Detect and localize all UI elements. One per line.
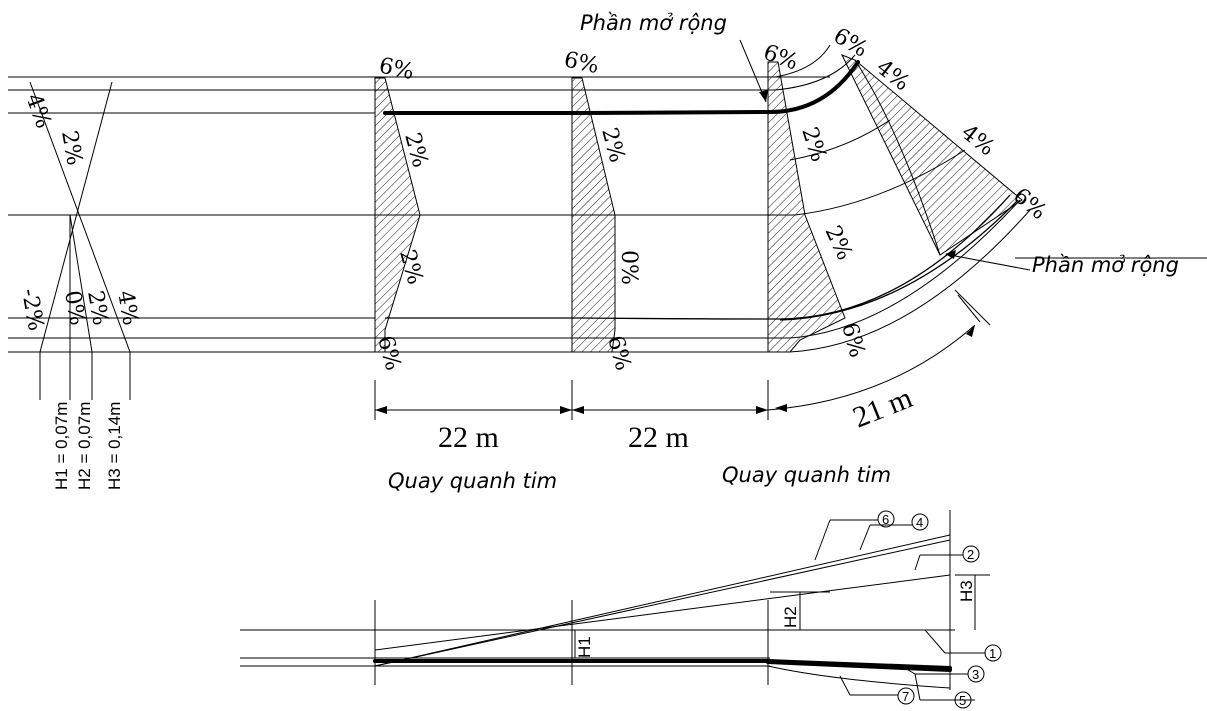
height-label-h3: H3 = 0,14m xyxy=(105,402,124,490)
slope-label: 0% xyxy=(616,250,641,285)
slope-label: -2% xyxy=(16,287,48,333)
marker-3: 3 xyxy=(972,667,979,682)
left-slope-fan xyxy=(29,81,131,400)
marker-4: 4 xyxy=(916,515,923,530)
profile-h1-label: H1 xyxy=(575,636,594,658)
slope-label: 6% xyxy=(760,40,801,75)
rotation-label-2: Quay quanh tim xyxy=(722,463,891,487)
extension-label-right: Phần mở rộng xyxy=(1032,253,1179,277)
extension-label-top: Phần mở rộng xyxy=(580,11,727,35)
marker-6: 6 xyxy=(882,512,889,527)
slope-label: 2% xyxy=(796,124,831,165)
hatched-section-curve xyxy=(840,54,1023,256)
slope-label: 0% xyxy=(59,289,90,328)
hatched-section-3 xyxy=(767,61,846,353)
marker-1: 1 xyxy=(989,646,996,661)
slope-label: 6% xyxy=(602,333,635,373)
height-label-h2: H2 = 0,07m xyxy=(75,402,94,490)
widening-lines xyxy=(374,60,1019,352)
slope-label: 6% xyxy=(829,24,872,63)
profile-view: H1 H2 H3 6 4 2 1 3 5 7 xyxy=(240,510,1002,709)
profile-h2-label: H2 xyxy=(781,606,800,628)
marker-5: 5 xyxy=(959,693,966,708)
hatched-section-2 xyxy=(571,77,616,353)
slope-label: 6% xyxy=(1008,183,1051,225)
slope-label: 2% xyxy=(82,289,113,328)
rotation-label-1: Quay quanh tim xyxy=(388,469,557,493)
slope-label: 4% xyxy=(20,91,55,132)
dimension-label-3: 21 m xyxy=(848,381,917,434)
slope-label: 6% xyxy=(836,320,869,360)
slope-label: 4% xyxy=(112,289,143,328)
hatched-section-1 xyxy=(374,77,421,353)
profile-h3-label: H3 xyxy=(957,580,976,602)
slope-label: 2% xyxy=(56,129,87,168)
dimension-lines xyxy=(374,324,976,420)
slope-label: 6% xyxy=(562,47,601,79)
road-plan-lines xyxy=(8,76,830,353)
marker-2: 2 xyxy=(967,547,974,562)
leader-arrows xyxy=(739,39,1031,271)
curve-lines xyxy=(774,44,1207,353)
dimension-label-2: 22 m xyxy=(628,421,689,454)
marker-7: 7 xyxy=(902,689,909,704)
slope-label: 2% xyxy=(820,222,857,264)
dimension-label-1: 22 m xyxy=(438,421,499,454)
slope-label: 6% xyxy=(372,333,405,373)
height-label-h1: H1 = 0,07m xyxy=(52,402,71,490)
